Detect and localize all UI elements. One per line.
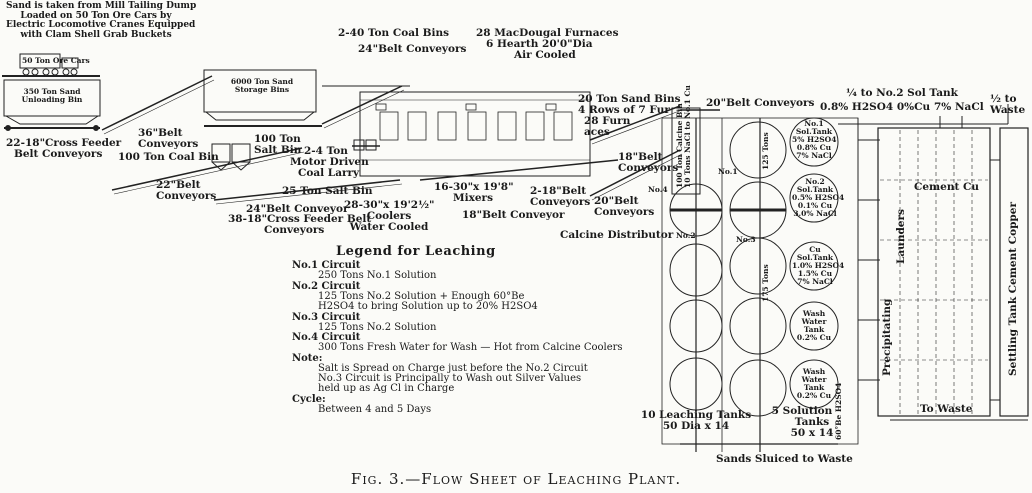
no2-label: No.2 <box>676 231 696 240</box>
sand-intake-note: Sand is taken from Mill Tailing Dump Loa… <box>6 1 197 40</box>
belt-24-conveyor-label: 24"Belt Conveyor <box>246 203 349 215</box>
sol-tank-no2-top-label: ¼ to No.2 Sol Tank <box>846 87 958 99</box>
legend-line-5: H2SO4 to bring Solution up to 20% H2SO4 <box>318 301 538 312</box>
furnace-building <box>359 91 591 177</box>
no4-label: No.4 <box>648 185 668 194</box>
legend-line-4: 125 Tons No.2 Solution + Enough 60°Be <box>318 291 525 302</box>
leaching-tanks <box>669 121 787 417</box>
legend-heading: Legend for Leaching <box>336 244 496 259</box>
solution-pipes <box>838 118 1008 420</box>
be-60-label: 60°Be H2SO4 <box>834 382 843 440</box>
acid-mix-label: 0.8% H2SO4 0%Cu <box>820 101 931 113</box>
legend-line-2: 250 Tons No.1 Solution <box>318 270 437 281</box>
legend-line-10: Note: <box>292 353 323 364</box>
belt-conveyor-20-top <box>589 105 681 141</box>
legend-line-12: No.3 Circuit is Principally to Wash out … <box>318 373 582 384</box>
legend-line-13: held up as Ag Cl in Charge <box>318 383 455 394</box>
ore-cars-label: 50 Ton Ore Cars <box>22 56 90 65</box>
belt-conveyor-18 <box>419 159 619 181</box>
tons-175-label: 175 Tons <box>761 264 770 302</box>
solution-tanks <box>789 117 839 409</box>
legend-line-9: 300 Tons Fresh Water for Wash — Hot from… <box>318 342 623 353</box>
figure-caption: Fig. 3.—Flow Sheet of Leaching Plant. <box>350 470 682 488</box>
legend-line-3: No.2 Circuit <box>292 281 361 292</box>
belt-conveyor-36 <box>101 75 213 131</box>
coal-bin-100-label: 100 Ton Coal Bin <box>118 151 219 163</box>
legend-line-14: Cycle: <box>292 394 326 405</box>
furnace-row <box>375 103 573 141</box>
salt-bin-100 <box>231 143 251 163</box>
nacl-7-label: 7% NaCl <box>934 101 984 113</box>
precipitating-label: Precipitating <box>881 298 893 376</box>
legend-line-1: No.1 Circuit <box>292 260 361 271</box>
to-waste-label: To Waste <box>920 403 973 415</box>
belt-conveyor-22 <box>111 147 303 191</box>
salt-bin-25-label: 25 Ton Salt Bin <box>282 185 373 197</box>
settling-tank <box>999 127 1029 417</box>
calcine-bin <box>671 107 701 195</box>
belt-20-top-label: 20"Belt Conveyors <box>706 97 815 109</box>
unloading-bin-hopper <box>5 115 99 125</box>
legend-line-6: No.3 Circuit <box>292 312 361 323</box>
sands-sluiced-label: Sands Sluiced to Waste <box>716 453 853 465</box>
belt-conveyor-20-low <box>589 149 681 197</box>
sand-storage-bin <box>203 69 317 113</box>
legend-line-11: Salt is Spread on Charge just before the… <box>318 363 588 374</box>
calcine-bin-label: 100 Ton Calcine Bin 10 Tons NaCl to No.1… <box>675 85 692 188</box>
no1-label: No.1 <box>718 167 738 176</box>
unloading-bin <box>3 79 101 117</box>
launders-label: Launders <box>895 209 907 264</box>
mixers-label: 16-30"x 19'8"Mixers <box>434 181 514 204</box>
calcine-distributor-label: Calcine Distributor <box>560 229 674 241</box>
cement-cu-label: Cement Cu <box>914 181 979 193</box>
tons-125-label: 125 Tons <box>761 132 770 170</box>
legend-line-7: 125 Tons No.2 Solution <box>318 322 437 333</box>
no3-label: No.3 <box>736 235 756 244</box>
settling-tank-label: Settling Tank Cement Copper <box>1007 202 1019 376</box>
belt-18-conveyor-label: 18"Belt Conveyor <box>462 209 565 221</box>
belt-conveyor-24-lower <box>213 179 401 201</box>
coal-bins-40-label: 2-40 Ton Coal Bins <box>338 27 450 39</box>
belt-24-top-label: 24"Belt Conveyors <box>358 43 467 55</box>
precipitating-launders <box>877 127 991 417</box>
legend-line-15: Between 4 and 5 Days <box>318 404 432 415</box>
coal-bin-100 <box>211 143 231 163</box>
legend-line-8: No.4 Circuit <box>292 332 361 343</box>
